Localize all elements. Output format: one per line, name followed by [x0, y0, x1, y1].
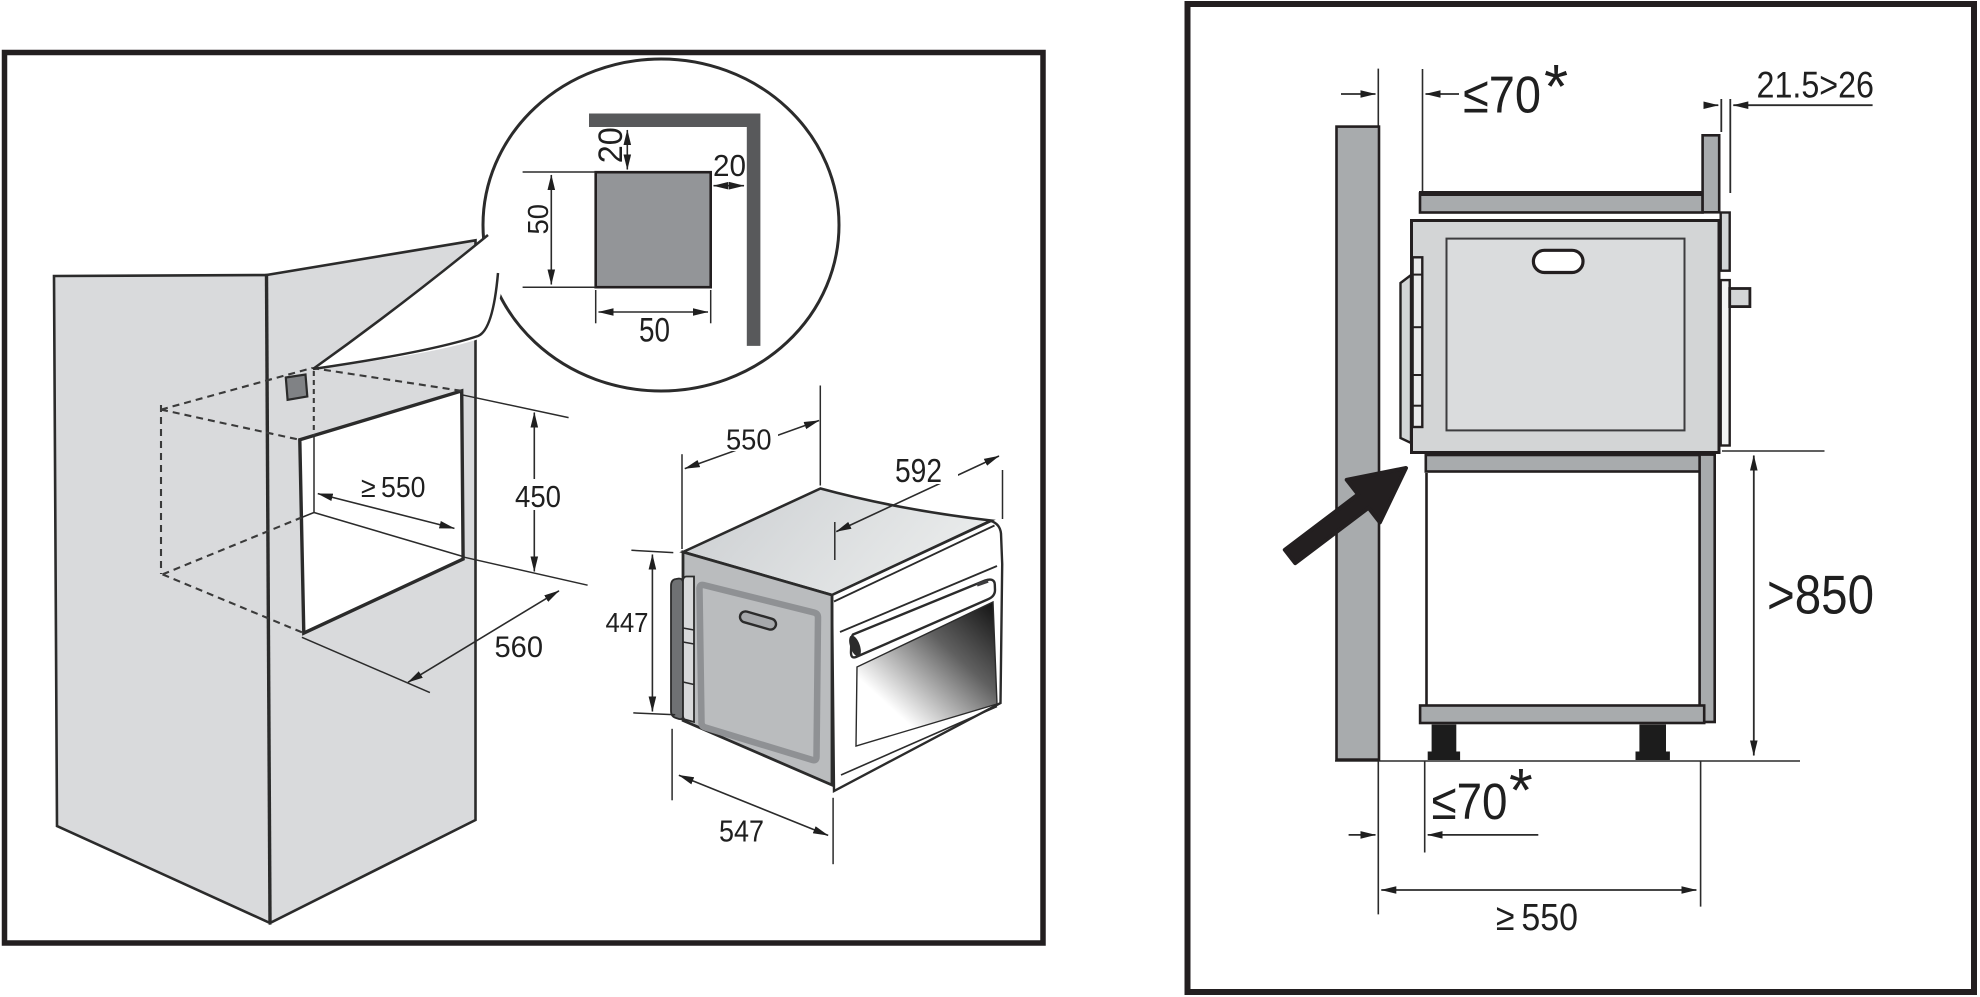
svg-text:≤70: ≤70 [1463, 67, 1541, 125]
svg-text:20: 20 [592, 127, 630, 163]
svg-text:447: 447 [606, 607, 649, 638]
svg-text:≥ 550: ≥ 550 [361, 472, 426, 504]
svg-text:50: 50 [523, 204, 555, 235]
svg-text:*: * [1544, 53, 1568, 122]
svg-text:547: 547 [719, 814, 764, 849]
svg-text:450: 450 [515, 479, 561, 514]
svg-text:592: 592 [895, 452, 942, 489]
svg-text:≥ 550: ≥ 550 [1496, 897, 1578, 939]
svg-text:550: 550 [726, 425, 772, 457]
svg-text:21.5>26: 21.5>26 [1757, 65, 1875, 106]
svg-text:20: 20 [713, 148, 746, 183]
svg-text:50: 50 [639, 312, 670, 350]
svg-text:560: 560 [495, 631, 544, 664]
svg-text:*: * [1509, 756, 1533, 824]
svg-text:>850: >850 [1767, 565, 1874, 626]
svg-text:≤70: ≤70 [1432, 773, 1508, 830]
